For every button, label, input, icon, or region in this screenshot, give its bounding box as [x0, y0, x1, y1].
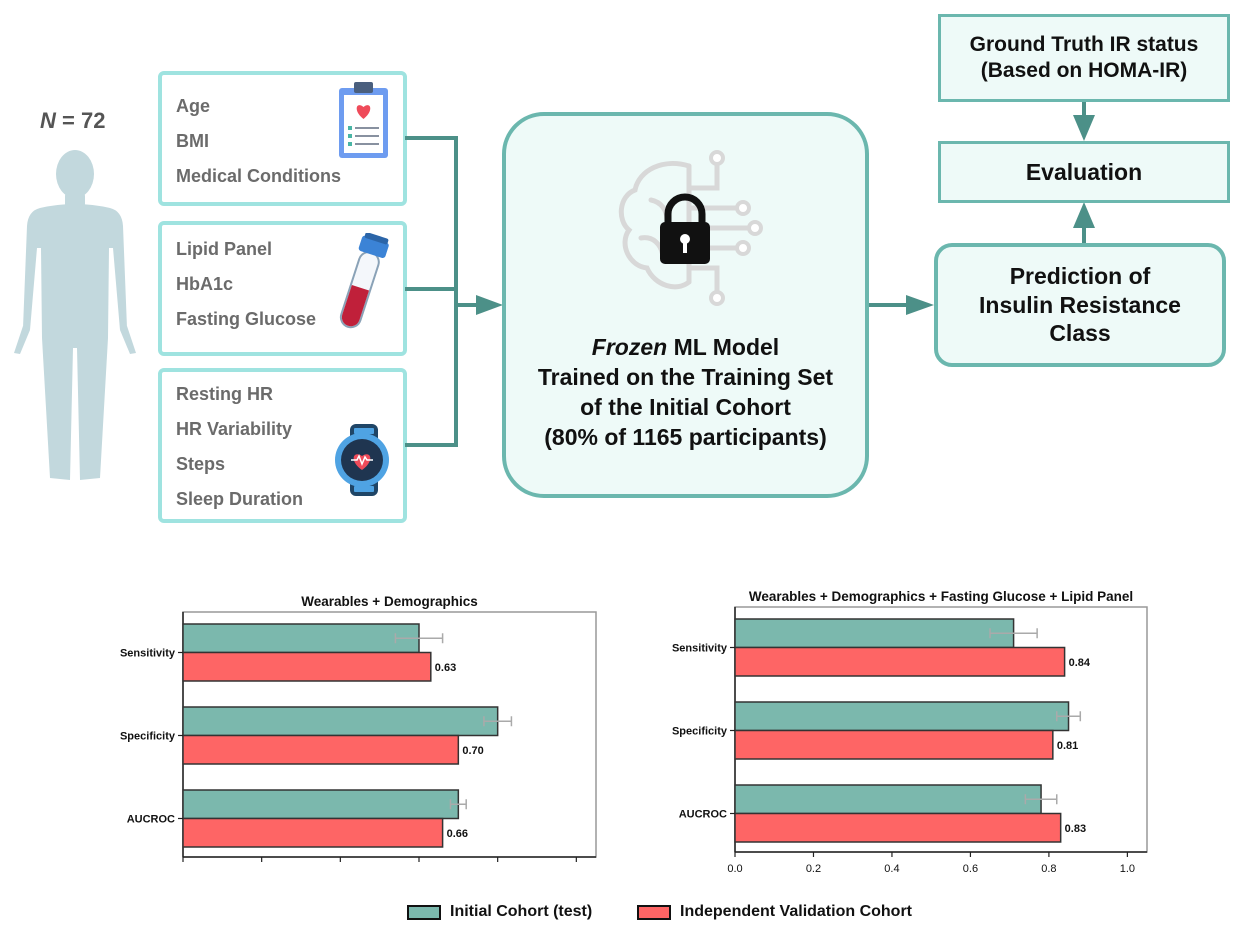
- model-box: Frozen ML Model Trained on the Training …: [502, 112, 869, 498]
- y-category-aucroc: AUCROC: [127, 814, 175, 826]
- brain-circuit-lock-icon: [618, 150, 763, 306]
- arrow-to-prediction: [906, 295, 934, 315]
- x-tick-label: 1.0: [1120, 863, 1135, 875]
- model-line-1: ML Model: [673, 334, 780, 360]
- data-label-sensitivity: 0.84: [1069, 657, 1091, 669]
- feature-hba1c: HbA1c: [176, 274, 234, 294]
- prediction-line-3: Class: [1049, 320, 1111, 347]
- x-tick-label: 0.2: [806, 863, 821, 875]
- cohort-size-label: N = 72: [40, 108, 105, 134]
- bar-aucroc-independent-validation-cohort: [182, 817, 444, 848]
- blood-test-tube-icon: [339, 233, 389, 329]
- model-line-4: (80% of 1165 participants): [544, 424, 827, 450]
- model-title-line: Frozen ML Model: [506, 332, 865, 362]
- clinical-features-box: Age BMI Medical Conditions: [158, 71, 407, 206]
- feature-lipid-panel: Lipid Panel: [176, 239, 273, 259]
- data-label-aucroc: 0.66: [447, 828, 468, 840]
- bar-aucroc-initial-cohort-test: [182, 789, 460, 820]
- feature-age: Age: [176, 96, 211, 116]
- bar-specificity-initial-cohort-test: [734, 701, 1070, 732]
- ground-truth-line-1: Ground Truth IR status: [969, 32, 1199, 56]
- arrow-to-evaluation-bottom: [1073, 202, 1095, 228]
- data-label-specificity: 0.70: [462, 745, 483, 757]
- feature-sleep-duration: Sleep Duration: [176, 489, 304, 509]
- human-silhouette-icon: [14, 150, 136, 480]
- ground-truth-box: Ground Truth IR status (Based on HOMA-IR…: [938, 14, 1230, 102]
- bar-sensitivity-initial-cohort-test: [182, 623, 420, 654]
- evaluation-box: Evaluation: [938, 141, 1230, 203]
- y-category-sensitivity: Sensitivity: [120, 648, 176, 660]
- prediction-line-2: Insulin Resistance: [979, 291, 1181, 318]
- data-label-specificity: 0.81: [1057, 740, 1078, 752]
- arrow-to-model: [476, 295, 503, 315]
- arrow-to-evaluation-top: [1073, 115, 1095, 141]
- y-category-aucroc: AUCROC: [679, 809, 727, 821]
- x-tick-label: 0.0: [727, 863, 742, 875]
- data-label-sensitivity: 0.63: [435, 662, 456, 674]
- feature-fasting-glucose: Fasting Glucose: [176, 309, 317, 329]
- feature-resting-hr: Resting HR: [176, 384, 274, 404]
- wearable-features-box: Resting HR HR Variability Steps Sleep Du…: [158, 368, 407, 523]
- cohort-n-symbol: N: [40, 108, 56, 133]
- bar-sensitivity-independent-validation-cohort: [182, 651, 432, 682]
- bar-specificity-independent-validation-cohort: [734, 729, 1054, 760]
- feature-hr-variability: HR Variability: [176, 419, 293, 439]
- cohort-n-value: = 72: [62, 108, 106, 133]
- chart-title: Wearables + Demographics + Fasting Gluco…: [749, 589, 1133, 604]
- bar-sensitivity-initial-cohort-test: [734, 618, 1015, 649]
- prediction-line-1: Prediction of: [1009, 262, 1151, 289]
- model-line-2: Trained on the Training Set: [537, 364, 834, 390]
- legend-item-validation: Independent Validation Cohort: [637, 902, 912, 922]
- legend-label-initial: Initial Cohort (test): [450, 903, 593, 920]
- chart-title: Wearables + Demographics: [301, 594, 477, 609]
- clipboard-heart-icon: [339, 82, 388, 158]
- feature-medical-conditions: Medical Conditions: [176, 166, 342, 186]
- bar-aucroc-initial-cohort-test: [734, 784, 1042, 815]
- y-category-specificity: Specificity: [672, 726, 728, 738]
- y-category-sensitivity: Sensitivity: [672, 643, 728, 655]
- feature-steps: Steps: [176, 454, 226, 474]
- smartwatch-heart-icon: [335, 424, 389, 496]
- prediction-box: Prediction of Insulin Resistance Class: [934, 243, 1226, 367]
- legend-label-validation: Independent Validation Cohort: [680, 903, 912, 920]
- evaluation-label: Evaluation: [1025, 158, 1143, 185]
- y-category-specificity: Specificity: [120, 731, 176, 743]
- bar-sensitivity-independent-validation-cohort: [734, 646, 1066, 677]
- model-line-3: of the Initial Cohort: [580, 394, 791, 420]
- data-label-aucroc: 0.83: [1065, 823, 1086, 835]
- x-tick-label: 0.8: [1041, 863, 1056, 875]
- bar-aucroc-independent-validation-cohort: [734, 812, 1062, 843]
- legend-swatch-validation: [637, 904, 671, 920]
- model-frozen-word: Frozen: [591, 334, 668, 360]
- feature-bmi: BMI: [176, 131, 209, 151]
- x-tick-label: 0.6: [963, 863, 978, 875]
- bar-specificity-independent-validation-cohort: [182, 734, 460, 765]
- model-description: Frozen ML Model Trained on the Training …: [506, 332, 865, 452]
- ground-truth-line-2: (Based on HOMA-IR): [980, 59, 1188, 82]
- x-tick-label: 0.4: [884, 863, 899, 875]
- blood-features-box: Lipid Panel HbA1c Fasting Glucose: [158, 221, 407, 356]
- legend-swatch-initial: [407, 904, 441, 920]
- legend-item-initial: Initial Cohort (test): [407, 902, 592, 922]
